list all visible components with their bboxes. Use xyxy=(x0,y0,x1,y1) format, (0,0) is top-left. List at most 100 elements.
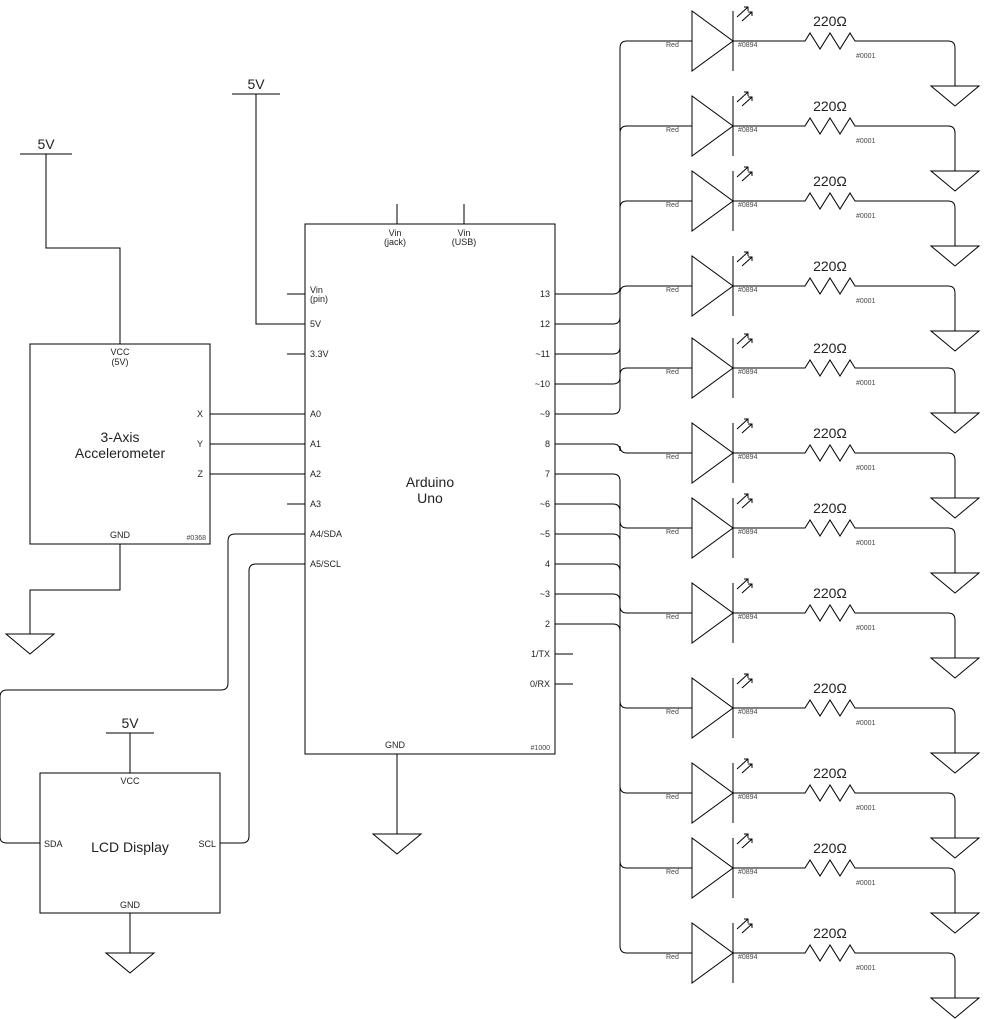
resistor-part-number: #0001 xyxy=(856,213,876,220)
resistor-value: 220Ω xyxy=(813,258,847,274)
resistor-value: 220Ω xyxy=(813,13,847,29)
led-part-number: #0894 xyxy=(738,614,758,621)
light-emission-icon xyxy=(736,833,749,845)
resistor-part-number: #0001 xyxy=(856,138,876,145)
led-color-label: Red xyxy=(666,202,679,209)
resistor-part-number: #0001 xyxy=(856,805,876,812)
led-rows: Red#0894220Ω#0001Red#0894220Ω#0001Red#08… xyxy=(627,6,981,1019)
led-symbol xyxy=(691,582,734,644)
light-emission-icon xyxy=(741,923,753,934)
light-emission-icon xyxy=(741,338,753,349)
led-symbol xyxy=(691,95,734,157)
resistor-value: 220Ω xyxy=(813,425,847,441)
resistor-symbol xyxy=(798,519,860,537)
led-part-number: #0894 xyxy=(738,709,758,716)
led-symbol xyxy=(691,170,734,232)
pin-label-a5-scl: A5/SCL xyxy=(310,559,341,569)
wire-pin-to-led xyxy=(555,623,628,954)
accel-part-number: #0368 xyxy=(187,535,207,542)
pin-label-5v: 5V xyxy=(310,319,321,329)
resistor-symbol xyxy=(798,359,860,377)
pin-label-0-rx: 0/RX xyxy=(530,679,550,689)
lcd-scl-label: SCL xyxy=(198,839,216,849)
wire-pin-to-led xyxy=(555,563,628,794)
led-symbol xyxy=(691,837,734,899)
pin-label-10: ~10 xyxy=(535,379,550,389)
resistor-symbol xyxy=(798,604,860,622)
pin-label-9: ~9 xyxy=(540,409,550,419)
accel-gnd-label: GND xyxy=(110,530,131,540)
resistor-part-number: #0001 xyxy=(856,965,876,972)
light-emission-icon xyxy=(741,583,753,594)
resistor-symbol xyxy=(798,944,860,962)
resistor-value: 220Ω xyxy=(813,840,847,856)
arduino-box xyxy=(304,223,556,755)
accel-vcc-label: VCC xyxy=(110,347,130,357)
arduino-part-number: #1000 xyxy=(531,745,551,752)
light-emission-icon xyxy=(741,171,753,182)
resistor-value: 220Ω xyxy=(813,173,847,189)
lcd-gnd-label: GND xyxy=(120,900,141,910)
wire-sda xyxy=(0,533,305,844)
led-part-number: #0894 xyxy=(738,202,758,209)
led-color-label: Red xyxy=(666,369,679,376)
light-emission-icon xyxy=(736,251,749,263)
wire-pin-to-led xyxy=(555,473,628,529)
wire-resistor-ground xyxy=(860,612,956,658)
wire-pin-to-led xyxy=(555,200,628,355)
light-emission-icon xyxy=(741,838,753,849)
ground-symbol xyxy=(929,170,981,192)
led-part-number: #0894 xyxy=(738,369,758,376)
resistor-value: 220Ω xyxy=(813,500,847,516)
accelerometer: 5V VCC (5V) 3-Axis Accelerometer X Y Z G… xyxy=(4,136,211,655)
led-symbol xyxy=(691,677,734,739)
wire-scl xyxy=(220,563,305,844)
pin-label-12: 12 xyxy=(540,319,550,329)
pin-label-7: 7 xyxy=(545,469,550,479)
light-emission-icon xyxy=(736,758,749,770)
led-color-label: Red xyxy=(666,869,679,876)
led-symbol xyxy=(691,762,734,824)
light-emission-icon xyxy=(736,418,749,430)
accel-pin-x: X xyxy=(197,409,203,419)
arduino-uno: 5V Vin (jack) Vin (USB) Arduino Uno Vin … xyxy=(232,76,573,855)
led-color-label: Red xyxy=(666,127,679,134)
pin-label-8: 8 xyxy=(545,439,550,449)
light-emission-icon xyxy=(741,11,753,22)
resistor-value: 220Ω xyxy=(813,765,847,781)
vin-usb-note: (USB) xyxy=(452,237,477,247)
ground-symbol xyxy=(104,952,156,974)
wire-resistor-ground xyxy=(860,125,956,171)
accel-name-line1: 3-Axis xyxy=(101,429,140,445)
ground-symbol xyxy=(929,912,981,934)
resistor-part-number: #0001 xyxy=(856,625,876,632)
resistor-symbol xyxy=(798,277,860,295)
resistor-symbol xyxy=(798,444,860,462)
light-emission-icon xyxy=(741,678,753,689)
led-symbol xyxy=(691,497,734,559)
pin-label-a3: A3 xyxy=(310,499,321,509)
arduino-gnd-label: GND xyxy=(385,740,406,750)
pin-label-1-tx: 1/TX xyxy=(531,649,550,659)
ground-symbol xyxy=(929,85,981,107)
power-label: 5V xyxy=(121,715,139,731)
lcd-display: 5V VCC LCD Display SDA SCL GND xyxy=(39,715,221,974)
lcd-sda-label: SDA xyxy=(44,839,63,849)
ground-symbol xyxy=(929,330,981,352)
resistor-part-number: #0001 xyxy=(856,880,876,887)
resistor-part-number: #0001 xyxy=(856,720,876,727)
resistor-symbol xyxy=(798,192,860,210)
led-part-number: #0894 xyxy=(738,954,758,961)
vin-usb-label: Vin xyxy=(458,228,471,238)
pin-label-6: ~6 xyxy=(540,499,550,509)
accel-name-line2: Accelerometer xyxy=(75,445,166,461)
